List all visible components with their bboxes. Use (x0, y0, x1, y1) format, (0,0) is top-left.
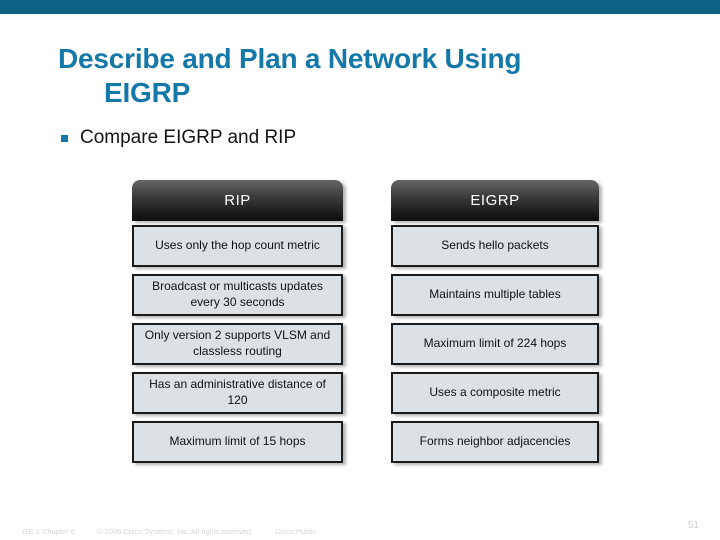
footer-copyright: © 2006 Cisco Systems, Inc. All rights re… (97, 527, 254, 536)
page-title-line2: EIGRP (104, 77, 191, 108)
top-accent-bar (0, 0, 720, 14)
comparison-table-eigrp: EIGRP Sends hello packets Maintains mult… (391, 180, 599, 463)
table-cell-eigrp-4: Uses a composite metric (391, 372, 599, 414)
table-cell-rip-1: Uses only the hop count metric (132, 225, 343, 267)
bullet-item: Compare EIGRP and RIP (61, 127, 296, 149)
table-cell-eigrp-5: Forms neighbor adjacencies (391, 421, 599, 463)
table-cell-eigrp-1: Sends hello packets (391, 225, 599, 267)
page-number: 51 (687, 520, 699, 531)
comparison-table-rip: RIP Uses only the hop count metric Broad… (132, 180, 343, 463)
bullet-square-icon (61, 135, 68, 142)
table-cell-rip-5: Maximum limit of 15 hops (132, 421, 343, 463)
bullet-item-label: Compare EIGRP and RIP (80, 127, 297, 148)
table-header-rip: RIP (132, 180, 343, 221)
table-cell-rip-4: Has an administrative distance of 120 (132, 372, 343, 414)
footer-classification: Cisco Public (275, 527, 317, 536)
table-cell-rip-2: Broadcast or multicasts updates every 30… (132, 274, 343, 316)
table-cell-rip-3: Only version 2 supports VLSM and classle… (132, 323, 343, 365)
table-cell-eigrp-2: Maintains multiple tables (391, 274, 599, 316)
table-header-eigrp: EIGRP (391, 180, 599, 221)
page-title: Describe and Plan a Network Using EIGRP (58, 42, 658, 110)
page-title-line1: Describe and Plan a Network Using (58, 43, 522, 74)
table-cell-eigrp-3: Maximum limit of 224 hops (391, 323, 599, 365)
footer-course-label: ITE 1 Chapter 6 (22, 527, 75, 536)
